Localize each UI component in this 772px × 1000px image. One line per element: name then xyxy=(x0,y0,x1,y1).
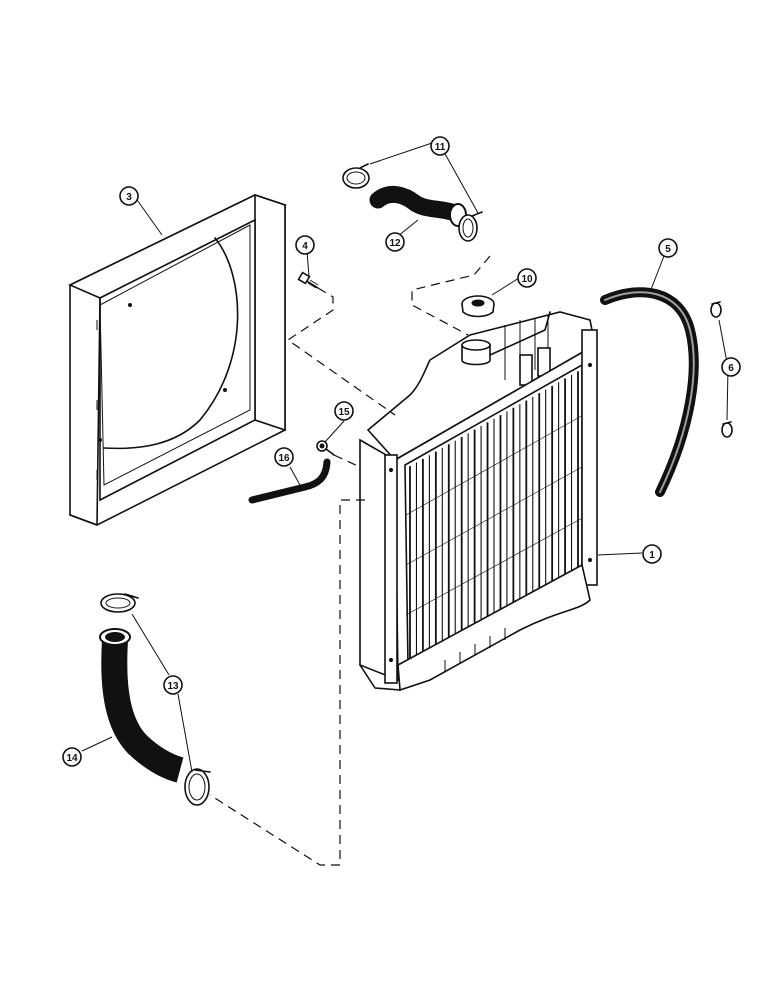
callout-label: 10 xyxy=(521,274,533,285)
callout-10: 10 xyxy=(517,268,537,288)
lower-hose-clamp-top xyxy=(100,593,139,613)
radiator xyxy=(359,311,598,692)
callout-13: 13 xyxy=(163,675,183,695)
callout-label: 13 xyxy=(167,681,179,692)
hose-clip-bottom xyxy=(721,421,733,438)
callout-label: 3 xyxy=(126,192,132,203)
callout-label: 6 xyxy=(728,363,734,374)
leader-lines xyxy=(81,142,729,773)
lower-hose xyxy=(99,628,184,783)
fan-shroud xyxy=(68,193,288,526)
callout-4: 4 xyxy=(295,235,315,255)
core-fin-row xyxy=(405,518,582,616)
radiator-cap xyxy=(461,295,495,318)
core-fin-row xyxy=(405,467,582,566)
callout-3: 3 xyxy=(119,186,139,206)
callout-label: 14 xyxy=(66,753,78,764)
upper-hose-clamp-left xyxy=(342,163,370,189)
callout-label: 4 xyxy=(302,241,308,252)
callout-12: 12 xyxy=(385,232,405,252)
callout-6: 6 xyxy=(721,357,741,377)
callout-5: 5 xyxy=(658,238,678,258)
overflow-hose xyxy=(600,287,699,497)
lower-hose-clamp-bottom xyxy=(184,768,211,806)
assembly-lines xyxy=(209,255,491,866)
callout-11: 11 xyxy=(430,136,450,156)
upper-hose xyxy=(369,185,467,227)
callout-15: 15 xyxy=(334,401,354,421)
radiator-core-fins xyxy=(405,371,582,659)
callout-14: 14 xyxy=(62,747,82,767)
core-fin-row xyxy=(405,415,582,516)
bolt xyxy=(297,271,319,289)
callout-1: 1 xyxy=(642,544,662,564)
drain-valve xyxy=(316,440,335,456)
callout-label: 12 xyxy=(389,238,401,249)
drain-tube xyxy=(248,458,331,504)
upper-hose-clamp-right xyxy=(458,211,483,242)
callout-16: 16 xyxy=(274,447,294,467)
callout-label: 1 xyxy=(649,550,655,561)
callout-label: 16 xyxy=(278,453,290,464)
callout-label: 15 xyxy=(338,407,350,418)
callout-label: 5 xyxy=(665,244,671,255)
callout-label: 11 xyxy=(435,142,446,153)
hose-clip-top xyxy=(710,301,722,318)
